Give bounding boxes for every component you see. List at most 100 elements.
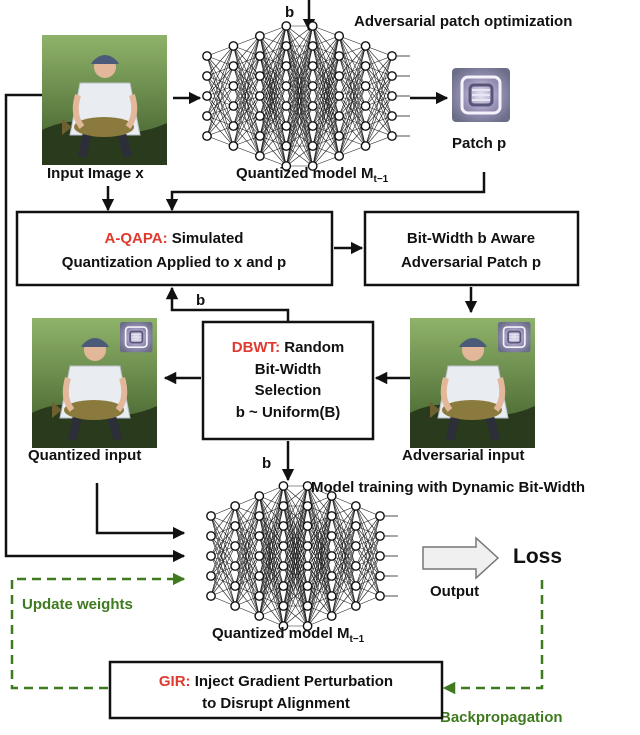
nn-edge	[312, 35, 340, 127]
quantized-model-bottom-label: Quantized model Mt−1	[212, 625, 365, 645]
nn-node	[302, 481, 313, 491]
nn-node	[307, 141, 318, 151]
nn-node	[307, 41, 318, 51]
nn-edge	[283, 485, 308, 567]
nn-edge	[312, 55, 340, 167]
nn-edge	[355, 575, 381, 607]
nn-edge	[286, 145, 313, 167]
nn-node	[326, 571, 337, 581]
bitwidth-box	[363, 210, 580, 287]
nn-node	[278, 521, 289, 531]
nn-edge	[259, 485, 284, 517]
nn-node	[387, 51, 397, 61]
nn-node	[387, 131, 397, 141]
nn-edge	[283, 585, 308, 627]
nn-edge	[259, 585, 284, 617]
nn-edge	[234, 495, 260, 527]
nn-edge	[286, 25, 313, 87]
nn-edge	[312, 115, 340, 167]
aqapa-line1: A-QAPA: Simulated	[105, 230, 244, 247]
nn-edge	[259, 85, 287, 157]
nn-edge	[307, 495, 333, 607]
nn-node	[302, 601, 313, 611]
nn-node	[228, 141, 239, 151]
nn-node	[326, 591, 337, 601]
nn-node	[281, 41, 292, 51]
nn-edge	[286, 25, 313, 107]
nn-edge	[234, 575, 260, 607]
nn-edge	[210, 505, 236, 597]
nn-node	[278, 481, 289, 491]
nn-edge	[307, 495, 333, 587]
nn-edge	[307, 515, 333, 627]
nn-edge	[307, 555, 332, 627]
nn-node	[360, 61, 371, 71]
nn-edge	[285, 65, 314, 167]
nn-edge	[355, 515, 381, 567]
nn-node	[254, 151, 265, 161]
nn-node	[202, 71, 212, 81]
nn-edge	[234, 495, 260, 587]
nn-edge	[259, 65, 287, 157]
nn-node	[254, 511, 265, 521]
nn-edge	[233, 35, 261, 127]
nn-node	[326, 491, 337, 501]
nn-edge	[234, 495, 260, 607]
nn-edge	[312, 35, 340, 107]
nn-edge	[210, 505, 236, 537]
nn-node	[350, 521, 361, 531]
nn-node	[302, 561, 313, 571]
b-label-training: b	[262, 455, 271, 472]
arrow-quantized-input-to-training	[95, 483, 186, 540]
nn-edge	[258, 505, 284, 617]
nn-node	[228, 41, 239, 51]
nn-node	[350, 581, 361, 591]
dbwt-line3: Selection	[255, 382, 322, 399]
nn-node	[254, 611, 265, 621]
gir-line2: to Disrupt Alignment	[202, 695, 350, 712]
nn-node	[278, 561, 289, 571]
b-label-top: b	[285, 4, 294, 21]
nn-edge	[331, 505, 357, 537]
dbwt-line4: b ~ Uniform(B)	[236, 404, 341, 421]
aqapa-line2: Quantization Applied to x and p	[62, 254, 286, 271]
nn-edge	[286, 125, 313, 167]
nn-edge	[338, 105, 366, 157]
nn-edge	[283, 545, 308, 627]
nn-edge	[331, 545, 357, 617]
nn-node	[228, 101, 239, 111]
nn-edge	[210, 545, 236, 597]
nn-node	[206, 551, 216, 561]
nn-edge	[233, 115, 261, 147]
nn-edge	[355, 515, 381, 587]
nn-edge	[312, 35, 340, 147]
nn-node	[375, 591, 385, 601]
nn-edge	[233, 55, 261, 147]
nn-node	[281, 101, 292, 111]
nn-edge	[355, 515, 381, 607]
nn-edge	[365, 115, 393, 147]
nn-edge	[233, 35, 261, 87]
nn-node	[254, 591, 265, 601]
nn-edge	[283, 565, 308, 627]
nn-edge	[283, 485, 308, 527]
nn-node	[307, 101, 318, 111]
nn-edge	[312, 135, 340, 167]
nn-edge	[307, 495, 332, 547]
nn-node	[350, 561, 361, 571]
nn-node	[230, 581, 241, 591]
nn-node	[281, 141, 292, 151]
nn-edge	[234, 555, 260, 607]
update-weights-label: Update weights	[22, 596, 133, 613]
nn-edge	[259, 545, 284, 617]
nn-edge	[258, 485, 284, 577]
nn-node	[375, 511, 385, 521]
nn-node	[334, 31, 345, 41]
nn-node	[281, 161, 292, 171]
nn-node	[206, 571, 216, 581]
nn-edge	[286, 25, 313, 67]
nn-node	[334, 91, 345, 101]
nn-node	[254, 551, 265, 561]
adversarial-patch-icon	[450, 66, 512, 124]
nn-edge	[283, 525, 308, 627]
